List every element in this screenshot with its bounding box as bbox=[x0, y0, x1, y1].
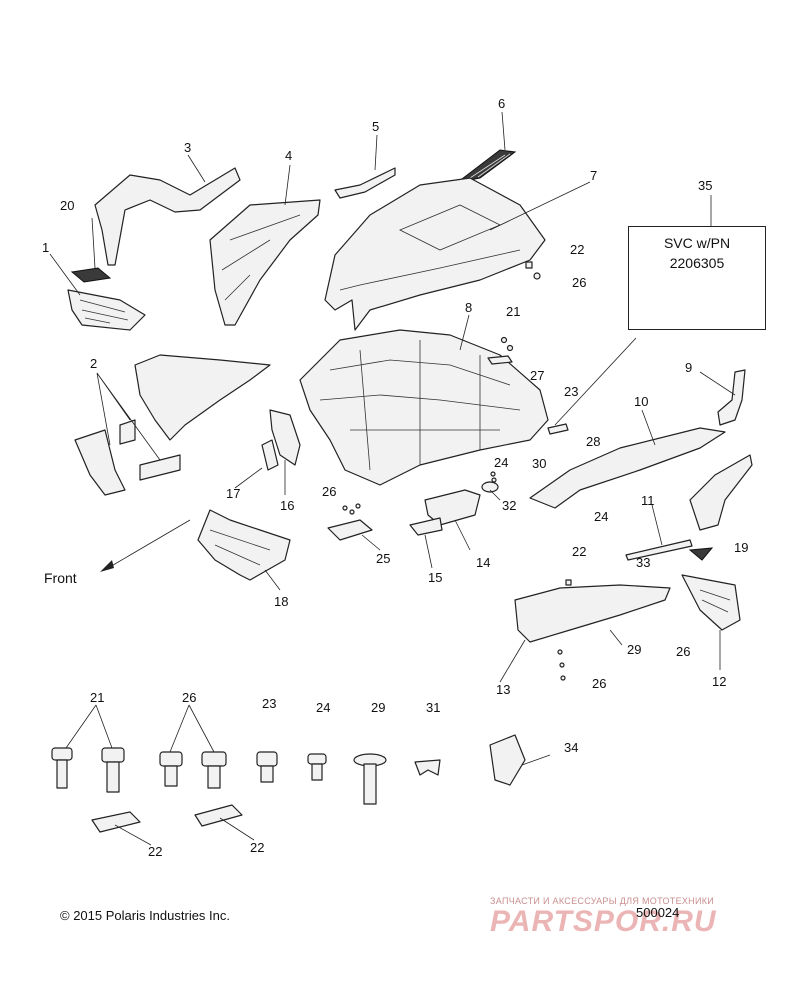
svc-line-1: SVC w/PN bbox=[663, 235, 731, 251]
callout-14: 14 bbox=[476, 555, 490, 570]
part-27-clip[interactable] bbox=[487, 355, 513, 365]
callout-2: 2 bbox=[90, 356, 97, 371]
watermark-logo: PARTSPOR.RU bbox=[490, 905, 717, 938]
part-25-plate[interactable] bbox=[327, 519, 373, 541]
part-13-lower-panel[interactable] bbox=[514, 584, 671, 643]
callout-22-hw-a: 22 bbox=[148, 844, 162, 859]
front-arrow bbox=[100, 519, 191, 572]
callout-9: 9 bbox=[685, 360, 692, 375]
part-12-vent[interactable] bbox=[681, 574, 741, 631]
part-1-vent[interactable] bbox=[67, 289, 146, 331]
part-6-vent-grille[interactable] bbox=[457, 149, 517, 183]
callout-22: 22 bbox=[570, 242, 584, 257]
callout-8: 8 bbox=[465, 300, 472, 315]
copyright-notice: © 2015 Polaris Industries Inc. bbox=[60, 908, 230, 923]
part-17-bracket[interactable] bbox=[261, 439, 279, 471]
callout-16: 16 bbox=[280, 498, 294, 513]
callout-15: 15 bbox=[428, 570, 442, 585]
callout-12: 12 bbox=[712, 674, 726, 689]
callout-23-hw: 23 bbox=[262, 696, 276, 711]
hardware-22-clip-left[interactable] bbox=[91, 811, 141, 833]
hardware-34-clip[interactable] bbox=[489, 734, 526, 786]
callout-26: 26 bbox=[572, 275, 586, 290]
callout-32: 32 bbox=[502, 498, 516, 513]
hardware-26-bolts[interactable] bbox=[159, 751, 227, 789]
callout-22-b: 22 bbox=[572, 544, 586, 559]
callout-24-hw: 24 bbox=[316, 700, 330, 715]
part-4-side-panel[interactable] bbox=[209, 199, 321, 326]
part-14-housing[interactable] bbox=[424, 489, 481, 526]
part-9-trim[interactable] bbox=[717, 369, 746, 426]
callout-26-c: 26 bbox=[676, 644, 690, 659]
callout-30: 30 bbox=[532, 456, 546, 471]
part-10-side-panel[interactable] bbox=[529, 427, 726, 509]
part-22-nut-hood[interactable] bbox=[525, 261, 533, 269]
callout-34: 34 bbox=[564, 740, 578, 755]
callout-35: 35 bbox=[698, 178, 712, 193]
part-26-screws-mid[interactable] bbox=[342, 503, 361, 515]
part-32-grommet[interactable] bbox=[481, 481, 499, 493]
callout-13: 13 bbox=[496, 682, 510, 697]
callout-3: 3 bbox=[184, 140, 191, 155]
part-11-side-panel[interactable] bbox=[689, 454, 753, 531]
part-18-duct[interactable] bbox=[197, 509, 291, 581]
callout-23: 23 bbox=[564, 384, 578, 399]
callout-21-hw: 21 bbox=[90, 690, 104, 705]
callout-20: 20 bbox=[60, 198, 74, 213]
service-kit-box: SVC w/PN 2206305 bbox=[628, 226, 766, 330]
callout-4: 4 bbox=[285, 148, 292, 163]
callout-24: 24 bbox=[494, 455, 508, 470]
svc-line-2: 2206305 bbox=[669, 255, 725, 271]
hardware-21-bolts[interactable] bbox=[51, 747, 125, 793]
callout-18: 18 bbox=[274, 594, 288, 609]
callout-22-hw-b: 22 bbox=[250, 840, 264, 855]
callout-21: 21 bbox=[506, 304, 520, 319]
callout-6: 6 bbox=[498, 96, 505, 111]
leader-lines bbox=[49, 111, 736, 846]
callout-29: 29 bbox=[627, 642, 641, 657]
part-5-strip[interactable] bbox=[334, 167, 396, 199]
hardware-22-clip-right[interactable] bbox=[194, 804, 243, 827]
hardware-23-bolt[interactable] bbox=[256, 751, 278, 783]
callout-10: 10 bbox=[634, 394, 648, 409]
hardware-31-clip[interactable] bbox=[414, 759, 441, 776]
part-3-trim[interactable] bbox=[94, 167, 241, 266]
callout-labels: 1 2 3 4 5 6 7 8 9 10 11 12 13 14 15 16 1… bbox=[42, 96, 748, 859]
part-26-screw-hood[interactable] bbox=[533, 272, 541, 280]
front-label: Front bbox=[44, 570, 77, 586]
callout-24-b: 24 bbox=[594, 509, 608, 524]
part-20-badge[interactable] bbox=[70, 267, 112, 283]
watermark-tagline: ЗАПЧАСТИ И АКСЕССУАРЫ ДЛЯ МОТОТЕХНИКИ bbox=[490, 896, 715, 906]
callout-7: 7 bbox=[590, 168, 597, 183]
part-8-frame[interactable] bbox=[299, 329, 549, 486]
callout-11: 11 bbox=[641, 493, 655, 508]
callout-28: 28 bbox=[586, 434, 600, 449]
diagram-number: 500024 bbox=[636, 905, 680, 920]
callout-33: 33 bbox=[636, 555, 650, 570]
part-19-badge[interactable] bbox=[688, 547, 714, 561]
part-28-clip[interactable] bbox=[547, 423, 569, 435]
callout-17: 17 bbox=[226, 486, 240, 501]
callout-26-b: 26 bbox=[322, 484, 336, 499]
callout-29-hw: 29 bbox=[371, 700, 385, 715]
part-16-bracket[interactable] bbox=[269, 409, 301, 466]
part-33-strip[interactable] bbox=[625, 539, 693, 561]
hardware-24-screw[interactable] bbox=[307, 753, 327, 781]
part-24-screw-mid[interactable] bbox=[490, 471, 497, 483]
callout-26-hw: 26 bbox=[182, 690, 196, 705]
callout-25: 25 bbox=[376, 551, 390, 566]
callout-31: 31 bbox=[426, 700, 440, 715]
callout-1: 1 bbox=[42, 240, 49, 255]
callout-5: 5 bbox=[372, 119, 379, 134]
hardware-29-bolt[interactable] bbox=[353, 753, 387, 805]
part-26-screws-lower[interactable] bbox=[557, 649, 566, 681]
part-22-nuts-lower[interactable] bbox=[565, 579, 572, 586]
part-21-bolt-upper[interactable] bbox=[500, 336, 514, 352]
part-15-bracket[interactable] bbox=[409, 517, 443, 536]
callout-27: 27 bbox=[530, 368, 544, 383]
callout-26-d: 26 bbox=[592, 676, 606, 691]
callout-19: 19 bbox=[734, 540, 748, 555]
part-2-side-panel[interactable] bbox=[74, 354, 271, 496]
